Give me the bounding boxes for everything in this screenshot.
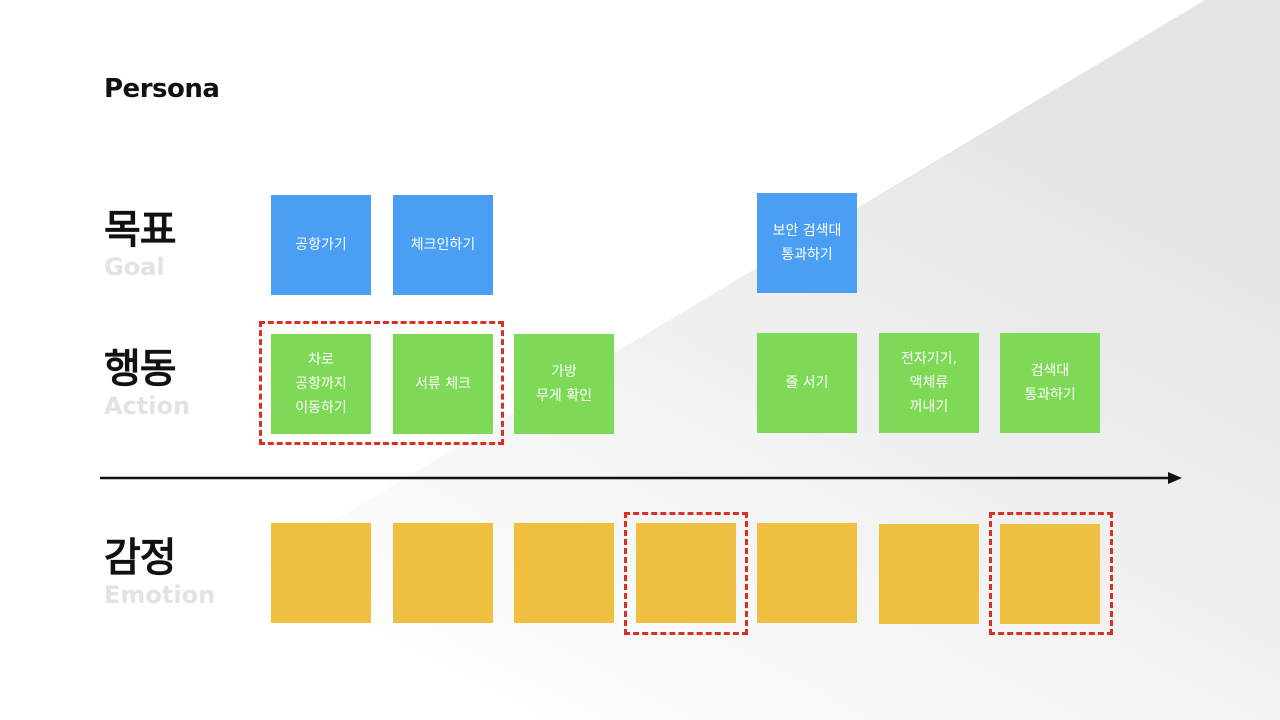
row-label-emotion: 감정 Emotion (104, 536, 215, 610)
highlight-box-actions (259, 321, 504, 445)
page-title: Persona (104, 74, 220, 104)
action-card-bag-weight-check: 가방 무게 확인 (514, 334, 614, 434)
highlight-box-emotion-7 (989, 512, 1113, 635)
action-card-remove-electronics-liquids: 전자기기, 액체류 꺼내기 (879, 333, 979, 433)
emotion-card-6 (879, 524, 979, 624)
emotion-card-2 (393, 523, 493, 623)
emotion-card-7 (1000, 524, 1100, 624)
row-label-goal-ko: 목표 (104, 207, 177, 253)
row-label-goal-en: Goal (104, 253, 165, 281)
action-card-drive-to-airport: 차로 공항까지 이동하기 (271, 334, 371, 434)
goal-card-pass-security: 보안 검색대 통과하기 (757, 193, 857, 293)
row-label-action-ko: 행동 (104, 346, 177, 392)
emotion-card-4 (636, 523, 736, 623)
goal-card-check-in: 체크인하기 (393, 195, 493, 295)
row-label-emotion-ko: 감정 (104, 535, 177, 581)
emotion-card-5 (757, 523, 857, 623)
action-card-pass-scanner: 검색대 통과하기 (1000, 333, 1100, 433)
emotion-card-3 (514, 523, 614, 623)
action-card-stand-in-line: 줄 서기 (757, 333, 857, 433)
row-label-goal: 목표 Goal (104, 207, 177, 282)
row-label-emotion-en: Emotion (104, 581, 216, 609)
goal-card-go-airport: 공항가기 (271, 195, 371, 295)
row-label-action: 행동 Action (104, 347, 190, 421)
row-label-action-en: Action (104, 392, 191, 420)
highlight-box-emotion-4 (624, 512, 748, 635)
action-card-document-check: 서류 체크 (393, 334, 493, 434)
emotion-card-1 (271, 523, 371, 623)
timeline-arrow (100, 472, 1182, 484)
